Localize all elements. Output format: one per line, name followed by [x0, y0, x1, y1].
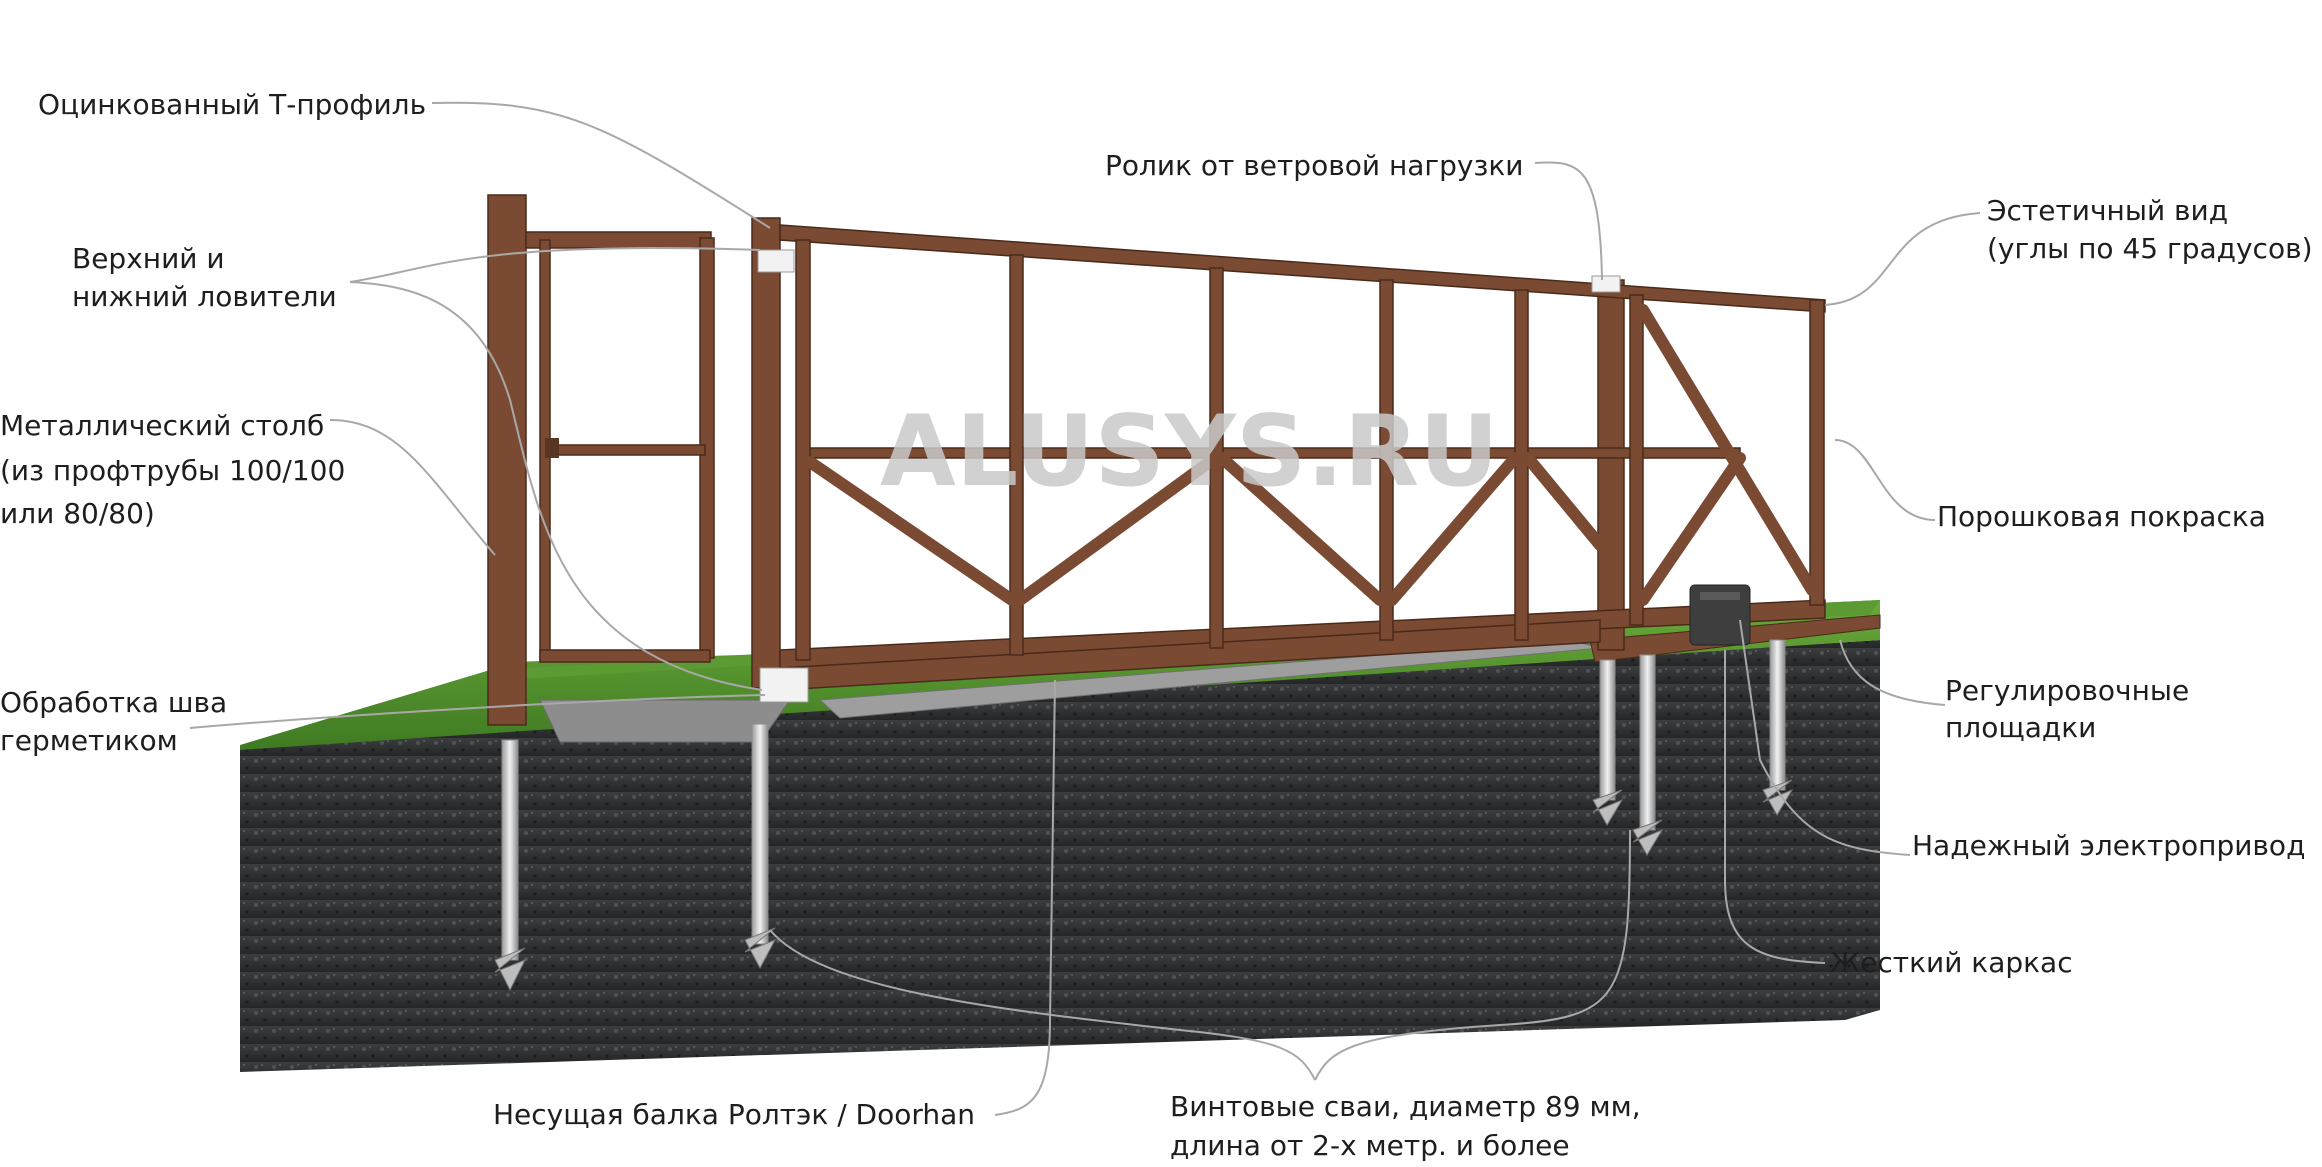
label-t-profile: Оцинкованный Т-профиль	[38, 88, 426, 121]
screw-pile-icon	[1592, 659, 1624, 826]
metal-pole	[487, 194, 527, 726]
soil-front	[240, 640, 1880, 1072]
label-pole-line1: Металлический столб	[0, 409, 324, 442]
gate-bottom-rail	[779, 599, 1826, 669]
label-pads-line2: площадки	[1945, 711, 2096, 744]
screw-piles	[494, 639, 1794, 992]
label-paint: Порошковая покраска	[1937, 500, 2266, 533]
labels: Оцинкованный Т-профиль Верхний и нижний …	[0, 88, 2313, 1162]
gate-top-rail	[779, 224, 1826, 313]
label-pole-line2: (из профтрубы 100/100	[0, 454, 345, 487]
upper-catcher	[757, 249, 795, 273]
gate-post-right	[1597, 279, 1625, 651]
gate-vertical	[1629, 294, 1644, 626]
label-catchers-line1: Верхний и	[72, 242, 225, 275]
watermark: ALUSYS.RU	[880, 395, 1499, 509]
wicket-handle	[545, 438, 559, 458]
label-drive: Надежный электропривод	[1912, 829, 2305, 862]
label-seam-line2: герметиком	[0, 724, 178, 757]
label-piles-line2: длина от 2-х метр. и более	[1170, 1129, 1570, 1162]
label-aesthetic-line2: (углы по 45 градусов)	[1987, 232, 2313, 265]
gate-vertical	[795, 239, 811, 661]
leader-lines	[189, 101, 1981, 1116]
gate-vertical	[1009, 254, 1024, 656]
lower-catcher	[759, 667, 809, 703]
label-catchers-line2: нижний ловители	[72, 280, 337, 313]
screw-pile-icon	[744, 723, 777, 970]
gate-diagonals	[804, 304, 1818, 606]
screw-pile-icon	[1762, 639, 1794, 816]
gate-vertical	[1809, 299, 1825, 606]
gate-illustration	[487, 194, 1826, 726]
wicket-frame-top	[525, 231, 712, 249]
screw-pile-icon	[494, 739, 527, 992]
label-seam-line1: Обработка шва	[0, 686, 227, 719]
screw-pile-icon	[1632, 654, 1664, 856]
label-pole-line3: или 80/80)	[0, 497, 155, 530]
drive-unit-icon	[1689, 584, 1751, 646]
label-aesthetic-line1: Эстетичный вид	[1987, 194, 2228, 227]
label-frame: Жесткий каркас	[1830, 946, 2073, 979]
wicket-frame-mid	[544, 444, 706, 456]
label-pads-line1: Регулировочные	[1945, 674, 2189, 707]
roller-icon	[1591, 275, 1621, 293]
label-roller: Ролик от ветровой нагрузки	[1105, 149, 1523, 182]
gate-post-left	[751, 217, 781, 689]
gate-vertical	[1379, 279, 1394, 641]
label-piles-line1: Винтовые сваи, диаметр 89 мм,	[1170, 1090, 1641, 1123]
label-beam: Несущая балка Ролтэк / Doorhan	[493, 1098, 975, 1131]
wicket-frame-bottom	[539, 649, 711, 663]
